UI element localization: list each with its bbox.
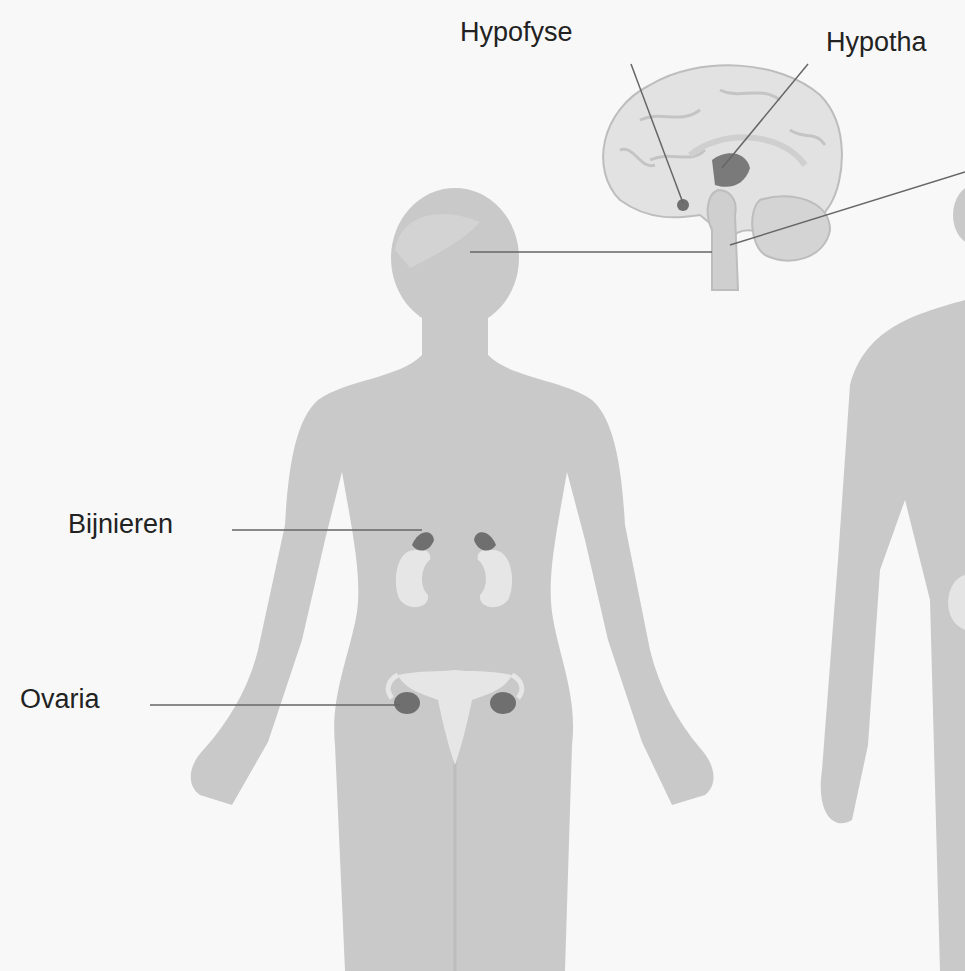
part-label: Hypofyse — [460, 16, 573, 48]
part-label: Hypotha — [826, 26, 927, 58]
part-label: Bijnieren — [68, 508, 173, 540]
leader-lines — [150, 64, 965, 705]
second-figure — [821, 185, 965, 971]
part-label: Ovaria — [20, 683, 100, 715]
brain-illustration — [603, 65, 842, 290]
female-figure — [191, 188, 714, 971]
